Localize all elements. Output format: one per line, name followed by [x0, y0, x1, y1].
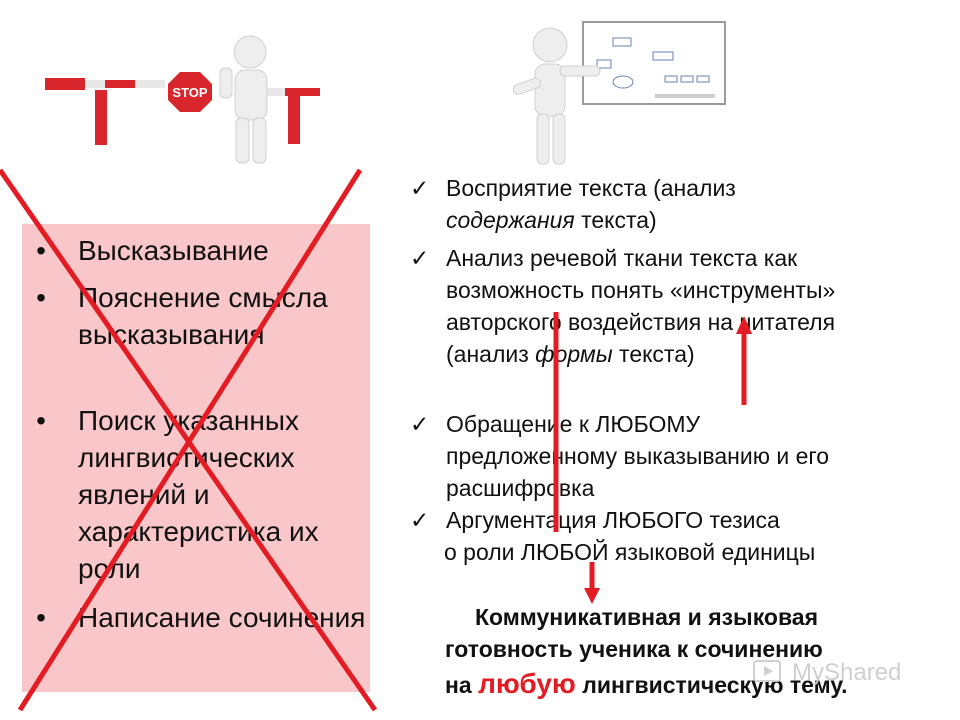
bullet-icon: •	[36, 282, 46, 313]
watermark: MyShared	[752, 657, 927, 693]
check-item-line: текста)	[612, 341, 695, 367]
check-item-line: Аргументация ЛЮБОГО тезиса	[446, 507, 780, 533]
stop-barrier-illustration: STOP	[45, 35, 320, 164]
check-icon: ✓	[410, 507, 430, 533]
bullet-icon: •	[36, 405, 46, 436]
check-icon: ✓	[410, 411, 430, 437]
check-item-line: Восприятие текста (анализ	[446, 175, 736, 201]
check-item-line: Анализ речевой ткани текста как	[446, 245, 798, 271]
conclusion-line-2: готовность ученика к сочинению	[445, 636, 823, 662]
conclusion-line-1: Коммуникативная и языковая	[475, 604, 819, 630]
check-icon: ✓	[410, 245, 430, 271]
check-item-line: расшифровка	[446, 475, 595, 501]
list-item-text: Написание сочинения	[78, 602, 366, 633]
list-item-text: Высказывание	[78, 235, 269, 266]
check-item-line: текста)	[574, 207, 657, 233]
watermark-text: MyShared	[792, 659, 902, 686]
list-item-text: Пояснение смысла высказывания	[78, 282, 328, 350]
conclusion-line-3: на любую лингвистическую тему.	[445, 667, 848, 702]
check-item-emphasis: содержания	[446, 207, 575, 233]
whiteboard-presenter-illustration	[512, 21, 726, 165]
check-item-line: о роли ЛЮБОЙ языковой единицы	[444, 539, 816, 565]
check-item-line: (анализ	[446, 341, 536, 367]
conclusion-text: лингвистическую тему.	[575, 672, 848, 698]
watermark-logo-icon	[753, 660, 781, 682]
check-item-line: возможность понять «инструменты»	[446, 277, 836, 303]
check-item-line: предложенному выказыванию и его	[446, 443, 830, 469]
list-item-text: Поиск указанных лингвистических явлений …	[78, 405, 319, 584]
bullet-icon: •	[36, 602, 46, 633]
conclusion-highlight: любую	[478, 668, 576, 699]
check-item-line: авторского воздействия на читателя	[446, 309, 836, 335]
conclusion-text: на	[445, 672, 479, 698]
bullet-icon: •	[36, 235, 46, 266]
check-icon: ✓	[410, 175, 430, 201]
svg-text:STOP: STOP	[172, 85, 207, 100]
rejected-approach-panel: • Высказывание • Пояснение смысла высказ…	[22, 224, 370, 692]
check-item-line: Обращение к ЛЮБОМУ	[446, 411, 701, 437]
check-item-emphasis: формы	[535, 341, 613, 367]
